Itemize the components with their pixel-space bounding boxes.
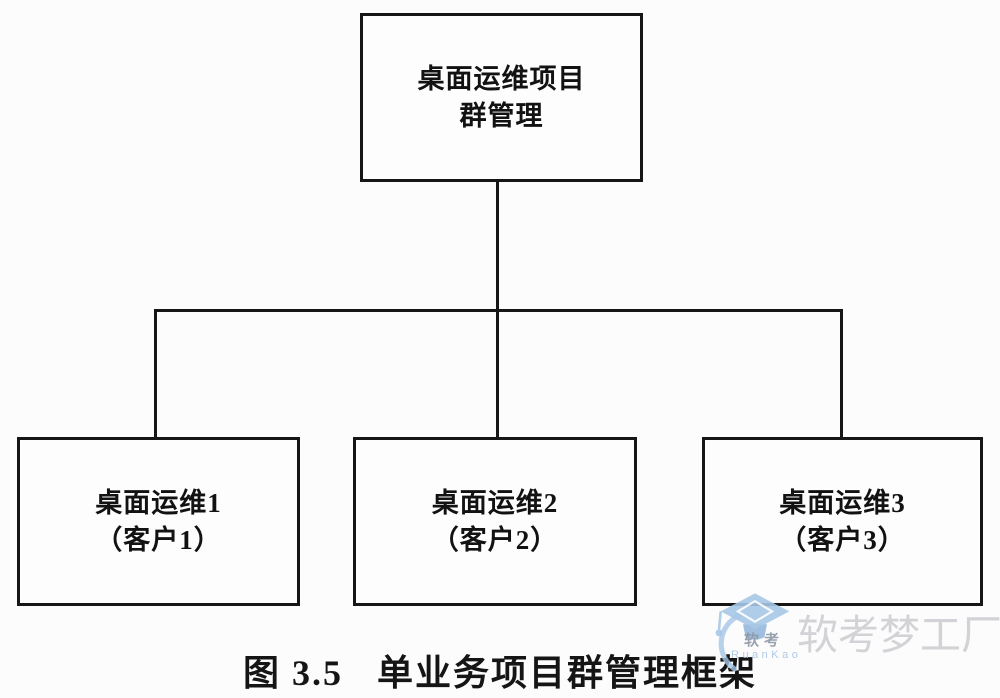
root-node-box: 桌面运维项目 群管理 [360, 13, 643, 182]
child3-label-line2: （客户3） [779, 524, 906, 555]
child-node-box-1: 桌面运维1 （客户1） [17, 437, 300, 606]
root-node-label-line1: 桌面运维项目 [417, 64, 586, 95]
child-node-box-2: 桌面运维2 （客户2） [353, 437, 637, 606]
child2-label-line2: （客户2） [431, 524, 559, 555]
child-node-box-3: 桌面运维3 （客户3） [702, 437, 983, 606]
connector-root-vertical [496, 182, 499, 312]
connector-child1-vertical [154, 309, 157, 437]
figure-number: 图 3.5 [242, 653, 343, 693]
figure-caption: 图 3.5 单业务项目群管理框架 [0, 644, 1000, 696]
figure-title: 单业务项目群管理框架 [377, 653, 758, 693]
child3-label-line1: 桌面运维3 [779, 488, 906, 519]
child2-label-line1: 桌面运维2 [431, 488, 559, 519]
connector-child2-vertical [496, 309, 499, 437]
connector-child3-vertical [840, 309, 843, 437]
child1-label-line2: （客户1） [95, 524, 222, 555]
root-node-label-line2: 群管理 [459, 100, 544, 131]
child1-label-line1: 桌面运维1 [95, 488, 222, 519]
